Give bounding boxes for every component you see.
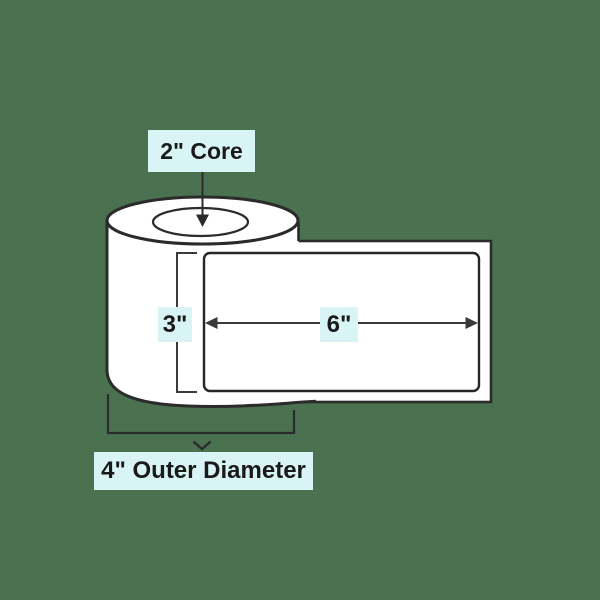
label-width-badge: 6" bbox=[320, 307, 358, 342]
width-arrowhead-right-icon bbox=[465, 317, 478, 329]
core-size-badge: 2" Core bbox=[148, 130, 255, 172]
core-arrowhead-icon bbox=[196, 214, 209, 227]
outer-diameter-badge: 4" Outer Diameter bbox=[94, 452, 313, 490]
outer-diameter-bracket bbox=[106, 394, 296, 435]
label-height-badge: 3" bbox=[158, 307, 192, 342]
roll-body-outline bbox=[105, 221, 317, 408]
outer-diameter-chevron-icon bbox=[192, 440, 212, 451]
width-arrowhead-left-icon bbox=[205, 317, 218, 329]
